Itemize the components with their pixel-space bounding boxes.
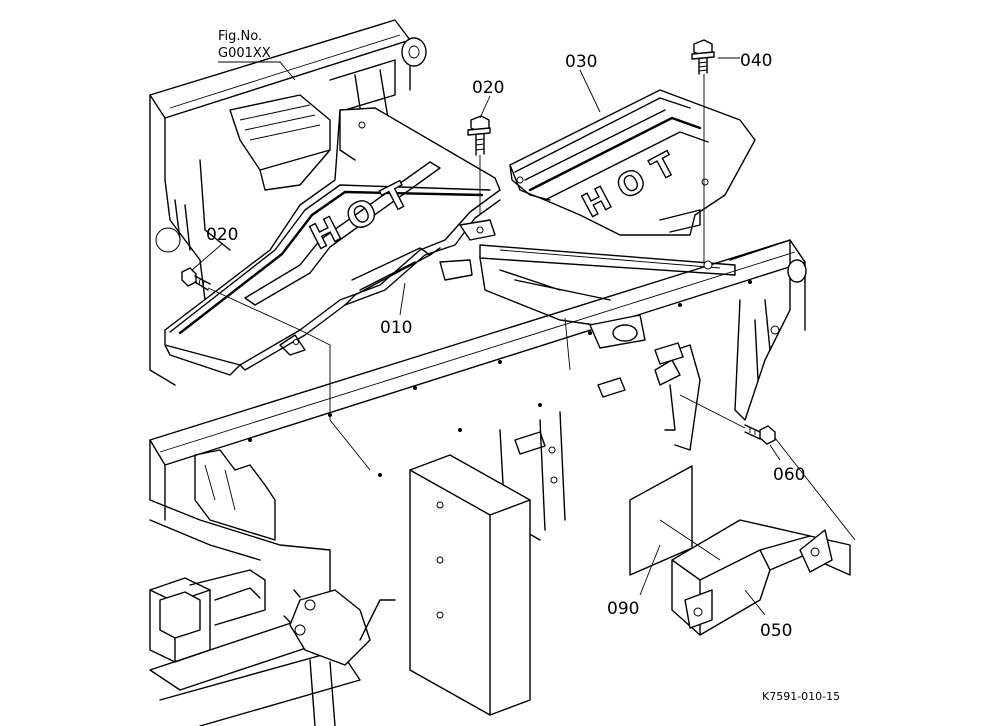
frame-assembly — [149, 19, 807, 726]
labels: Fig.No. G001XX 020 030 040 020 010 060 0… — [206, 29, 840, 703]
leader-lines — [191, 57, 856, 616]
callout-020-top: 020 — [472, 78, 504, 98]
fig-no-label: Fig.No. — [218, 29, 262, 44]
part-030-heat-shield: HOT — [509, 89, 756, 236]
part-050-bracket — [671, 519, 851, 636]
fig-no-value: G001XX — [218, 46, 271, 61]
callout-020-left: 020 — [206, 225, 238, 245]
callout-060: 060 — [773, 465, 805, 485]
drawing-code: K7591-010-15 — [762, 690, 840, 703]
callout-090: 090 — [607, 599, 639, 619]
callout-050: 050 — [760, 621, 792, 641]
callout-040: 040 — [740, 51, 772, 71]
bolt-060 — [744, 424, 776, 445]
rail-holes — [248, 280, 752, 477]
callout-010: 010 — [380, 318, 412, 338]
support-bar — [479, 244, 736, 349]
callout-030: 030 — [565, 52, 597, 72]
bolt-040 — [691, 39, 715, 75]
bolt-020-top — [467, 115, 491, 156]
bolt-020-left — [181, 267, 211, 291]
